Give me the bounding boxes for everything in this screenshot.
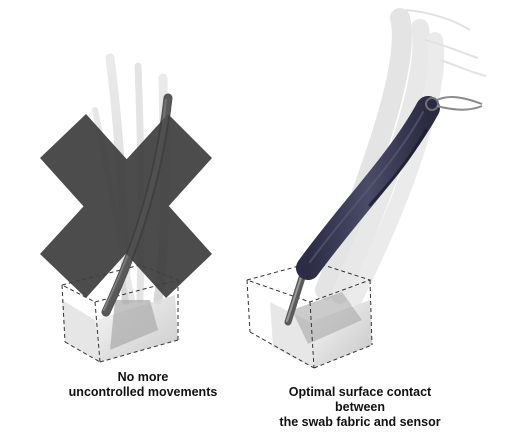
left-caption-line-1: No more	[117, 370, 169, 384]
sensor-box-icon	[246, 261, 373, 369]
swab-device-icon	[296, 96, 440, 280]
right-caption-line-3: the swab fabric and sensor	[279, 415, 441, 429]
left-illustration-panel: No more uncontrolled movements	[0, 0, 250, 442]
sensor-box-icon	[61, 264, 180, 363]
left-caption-line-2: uncontrolled movements	[68, 385, 218, 399]
left-caption: No more uncontrolled movements	[58, 370, 228, 400]
x-cross-icon	[40, 114, 212, 298]
right-caption-line-2: between	[334, 400, 385, 414]
swab-overlay	[103, 95, 171, 315]
optimal-contact-figure	[246, 8, 487, 369]
uncontrolled-swab-figure	[40, 53, 212, 363]
right-illustration-panel: Optimal surface contact between the swab…	[230, 0, 520, 442]
right-caption: Optimal surface contact between the swab…	[250, 385, 470, 430]
right-caption-line-1: Optimal surface contact	[288, 385, 432, 399]
swab-loop-icon	[425, 96, 483, 111]
